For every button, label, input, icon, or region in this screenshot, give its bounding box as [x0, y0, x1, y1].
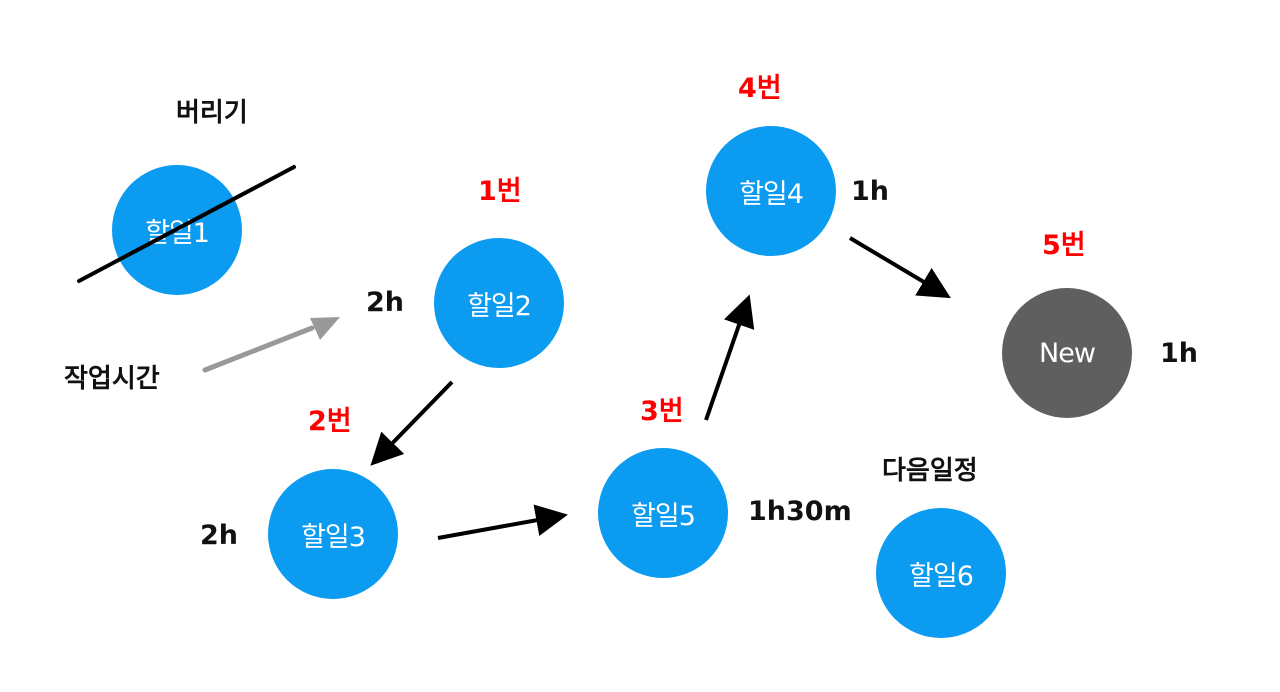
task-node-5: 할일5: [598, 448, 728, 578]
duration-task3: 2h: [200, 520, 239, 551]
order-label-5: 5번: [1042, 230, 1086, 261]
task-node-4-label: 할일4: [739, 178, 804, 210]
legend-arrow: [202, 317, 340, 373]
discard-strike-line: [77, 165, 296, 283]
next-schedule-label: 다음일정: [882, 456, 978, 486]
arrow-task4-to-new: [848, 236, 951, 299]
task-node-4: 할일4: [706, 126, 836, 256]
new-task-node: New: [1002, 288, 1132, 418]
order-label-4: 4번: [738, 73, 782, 104]
task-node-1: 할일1: [112, 165, 242, 295]
duration-task2: 2h: [366, 287, 405, 318]
task-node-5-label: 할일5: [631, 500, 696, 532]
new-task-node-label: New: [1039, 337, 1096, 369]
task-node-3-label: 할일3: [301, 521, 366, 553]
duration-new: 1h: [1160, 338, 1199, 369]
duration-task5: 1h30m: [748, 496, 852, 527]
arrow-task3-to-task5: [437, 504, 568, 540]
order-label-1: 1번: [478, 176, 522, 207]
duration-task4: 1h: [851, 176, 890, 207]
task-node-2-label: 할일2: [467, 290, 532, 322]
discard-label: 버리기: [176, 98, 248, 128]
order-label-2: 2번: [308, 406, 352, 437]
work-time-label: 작업시간: [64, 364, 160, 394]
task-node-6: 할일6: [876, 508, 1006, 638]
task-node-6-label: 할일6: [909, 560, 974, 592]
order-label-3: 3번: [640, 396, 684, 427]
task-node-3: 할일3: [268, 469, 398, 599]
arrow-task2-to-task3: [370, 380, 454, 466]
arrow-task5-to-task4: [704, 294, 755, 421]
task-node-2: 할일2: [434, 238, 564, 368]
task-node-1-label: 할일1: [145, 217, 210, 249]
